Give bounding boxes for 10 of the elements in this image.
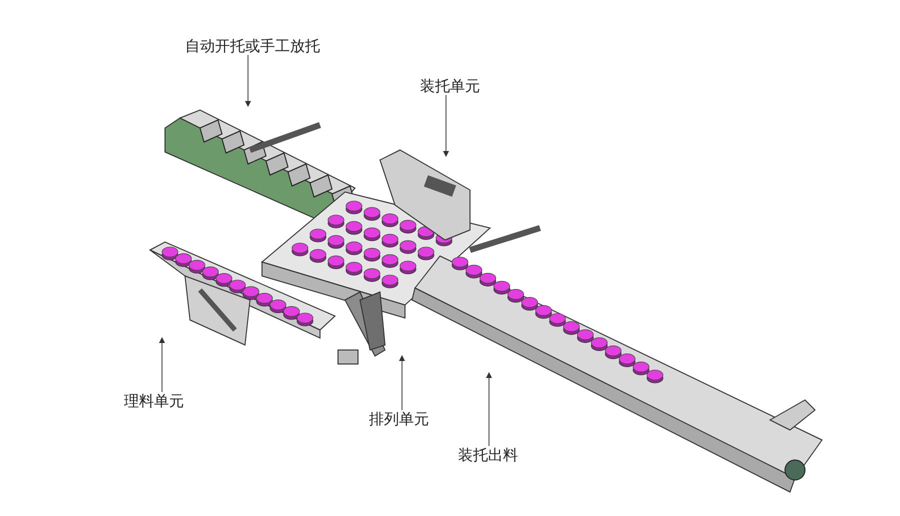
leader-arrow: [159, 337, 165, 392]
leader-arrow: [443, 94, 449, 157]
callout-label: 装托出料: [458, 446, 518, 464]
leader-arrow: [486, 372, 492, 446]
callout-label: 排列单元: [369, 410, 429, 428]
callout-label: 理料单元: [124, 392, 184, 410]
leader-arrow: [245, 54, 251, 107]
callout-label: 装托单元: [420, 77, 480, 95]
leader-arrow: [399, 355, 405, 410]
callout-label: 自动开托或手工放托: [185, 37, 320, 55]
